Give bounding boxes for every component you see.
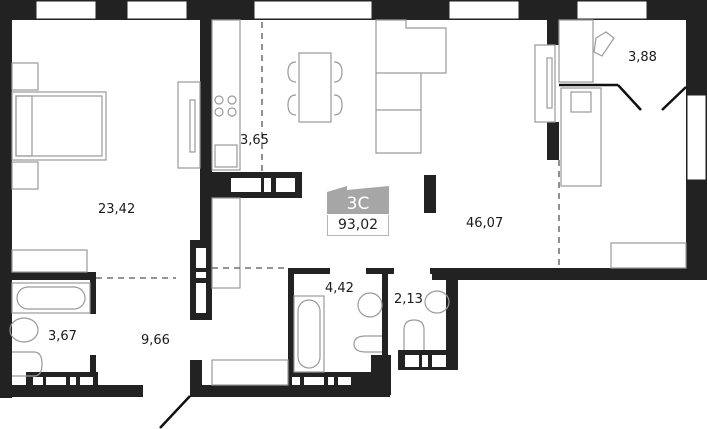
room-area-kitchen: 3,65 — [240, 133, 269, 148]
total-area: 93,02 — [327, 215, 389, 236]
room-area-study: 3,88 — [628, 50, 657, 65]
furniture — [9, 19, 687, 386]
room-area-hallway: 9,66 — [141, 333, 170, 348]
room-area-toilet: 2,13 — [394, 292, 423, 307]
room-area-bedroom: 23,42 — [98, 202, 136, 217]
room-area-living-room: 46,07 — [466, 216, 504, 231]
room-area-bathroom-1: 3,67 — [48, 329, 77, 344]
unit-code: 3С — [346, 194, 370, 214]
doors — [159, 83, 687, 429]
room-area-bathroom-2: 4,42 — [325, 281, 354, 296]
zone-dividers — [96, 22, 560, 279]
unit-badge: 3С 93,02 — [327, 186, 389, 236]
wall-openings — [33, 178, 446, 385]
badge-shape — [327, 186, 389, 214]
windows — [35, 0, 707, 181]
